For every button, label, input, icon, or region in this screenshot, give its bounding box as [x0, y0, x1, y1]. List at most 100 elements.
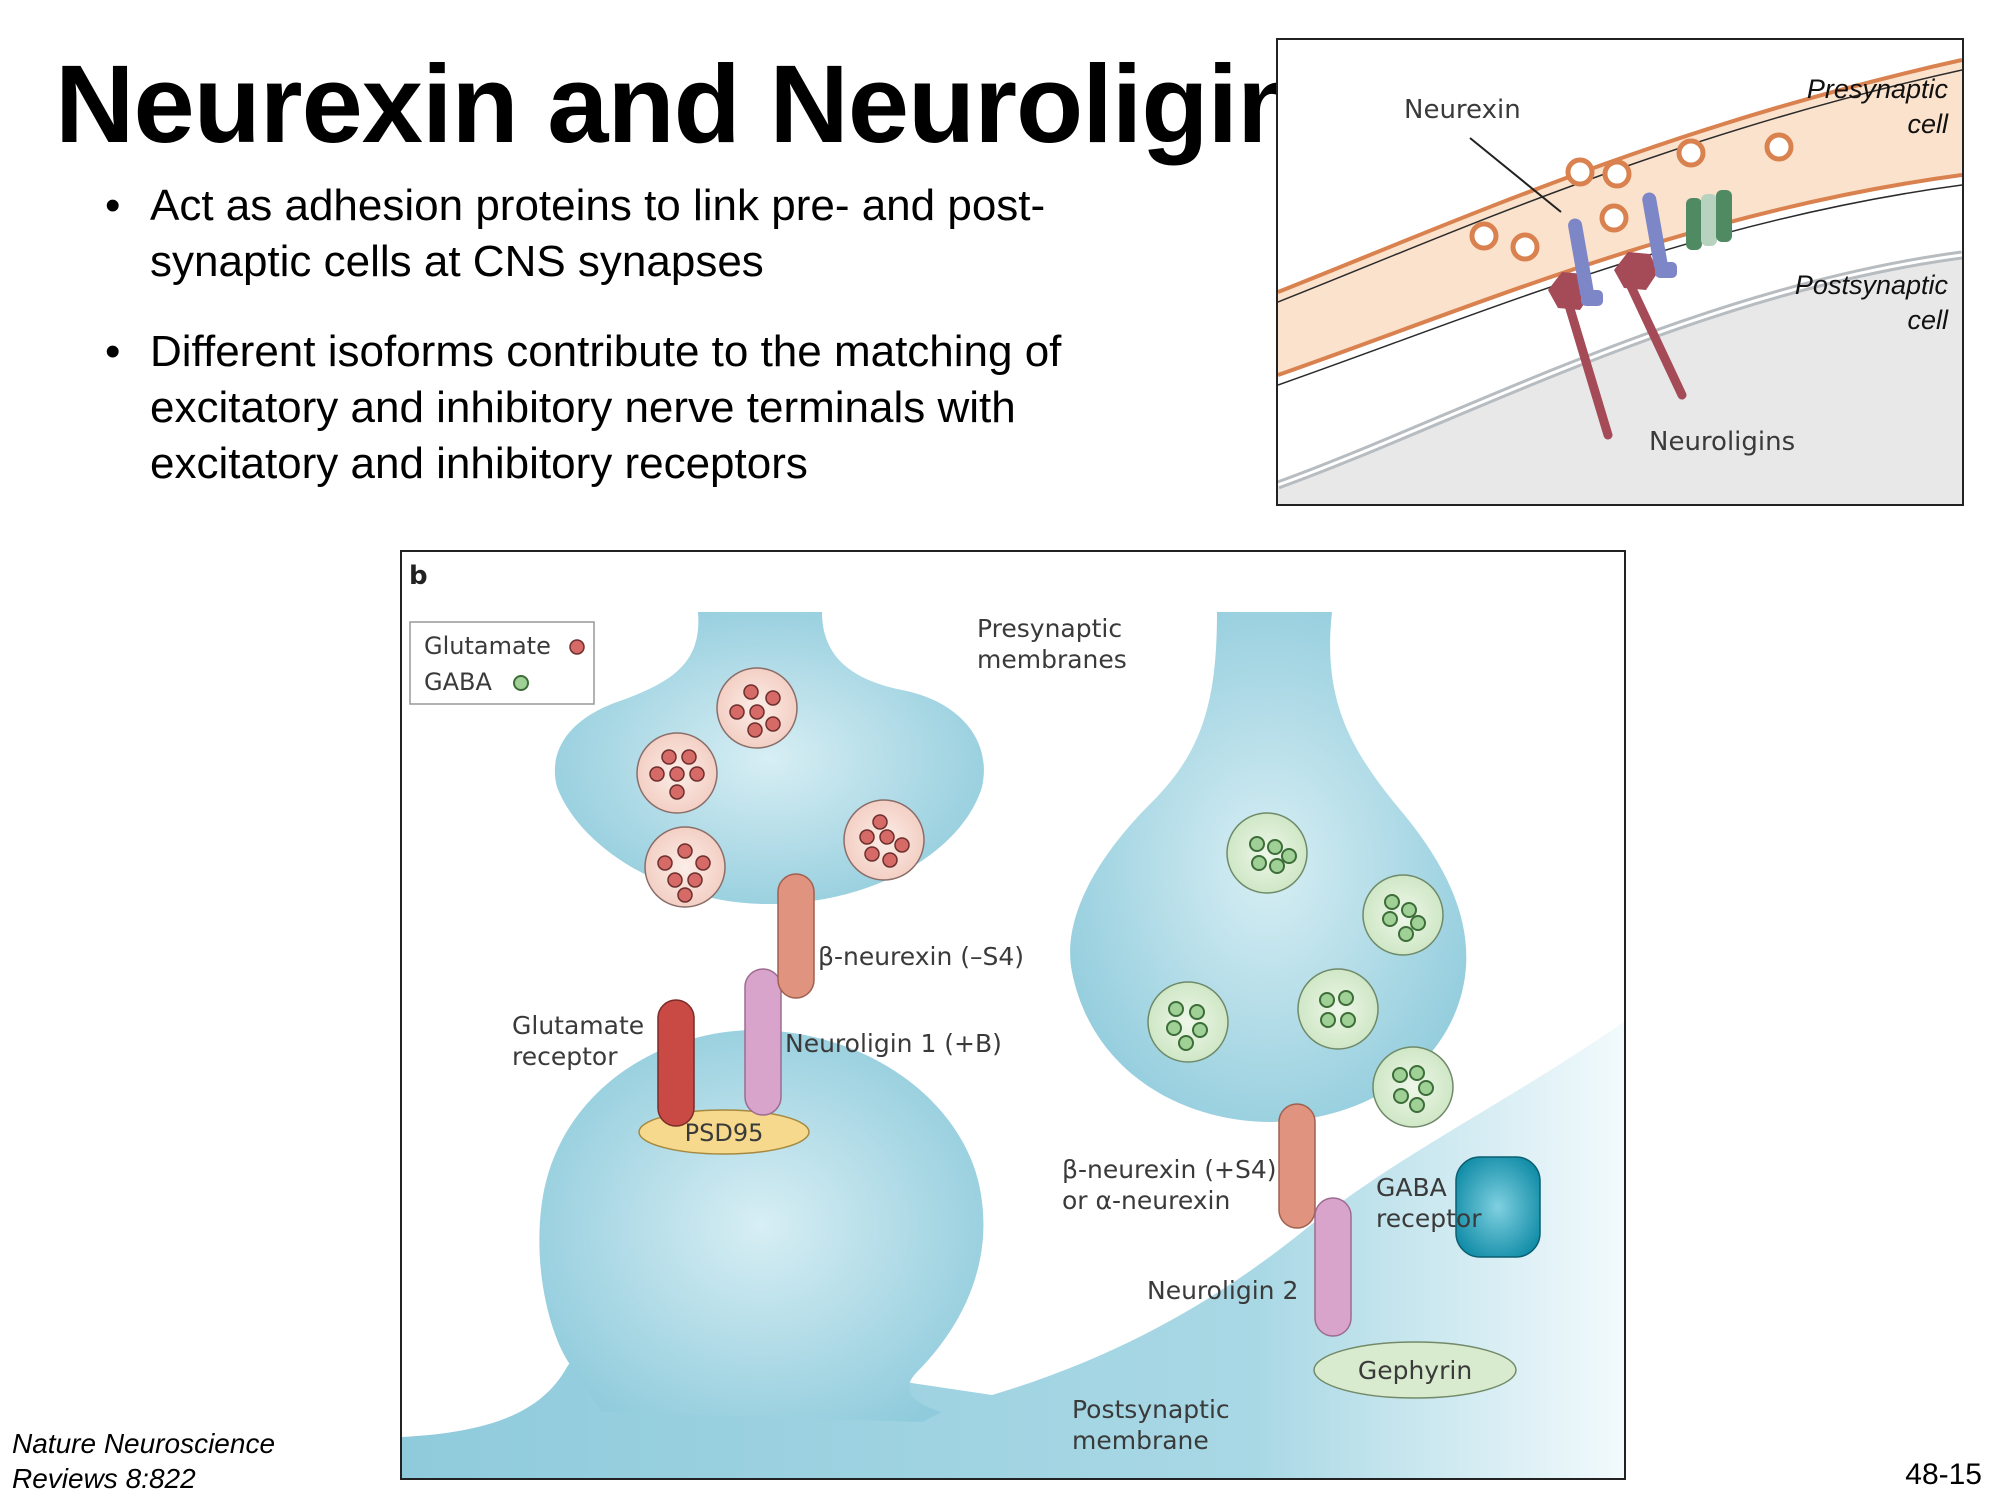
bullet-text-line: excitatory and inhibitory receptors [150, 439, 808, 488]
gaba-receptor-label-line2: receptor [1376, 1204, 1482, 1233]
synapse-overview-svg: Neurexin Neuroligins Presynaptic cell Po… [1278, 58, 1962, 504]
legend-gaba-label: GABA [424, 668, 492, 696]
vesicle [1602, 159, 1632, 189]
glutamatergic-presynaptic-terminal [554, 612, 984, 905]
glutamate-vesicles [636, 667, 925, 908]
glutamate-dot [872, 814, 888, 830]
bullet-dot: • [105, 181, 121, 230]
gaba-molecules [1166, 1001, 1208, 1051]
gaba-dot [1320, 1012, 1336, 1028]
gaba-dot [1340, 1012, 1356, 1028]
gaba-receptor [1455, 1156, 1541, 1258]
neurexin-leader-line [1469, 137, 1562, 213]
neuroligin-2-label: Neuroligin 2 [1147, 1276, 1298, 1305]
gaba-molecules [1249, 836, 1297, 874]
vesicle [1565, 157, 1595, 187]
neuroligin-2 [1314, 1197, 1352, 1337]
presynaptic-membranes-label: Presynaptic [977, 614, 1122, 643]
gaba-dot [1409, 1065, 1425, 1081]
presynaptic-membranes-label-line2: membranes [977, 645, 1127, 674]
gaba-vesicle [1372, 1046, 1454, 1128]
gaba-dot [1281, 848, 1297, 864]
gephyrin-label: Gephyrin [1358, 1356, 1472, 1385]
neuroligin-1-label: Neuroligin 1 (+B) [785, 1029, 1002, 1058]
gaba-vesicle [1362, 874, 1444, 956]
page-number: 48-15 [1905, 1458, 1982, 1491]
bullet-text-line: synaptic cells at CNS synapses [150, 237, 764, 286]
vesicle-group [1469, 132, 1794, 262]
glutamate-dot [859, 829, 875, 845]
vesicle [1764, 132, 1794, 162]
gaba-dot [1410, 915, 1426, 931]
glutamate-dot [765, 690, 781, 706]
vesicle-outline [1147, 981, 1229, 1063]
gaba-dot [1178, 1035, 1194, 1051]
gephyrin-scaffold [1313, 1341, 1517, 1399]
glutamate-dot [695, 855, 711, 871]
presynaptic-label: Presynaptic [1807, 74, 1949, 104]
gaba-dot [1418, 1080, 1434, 1096]
glutamate-dot [882, 852, 898, 868]
gaba-dot [1189, 1004, 1205, 1020]
bullet-text-line: Different isoforms contribute to the mat… [150, 327, 1062, 376]
glutamate-dot [689, 766, 705, 782]
vesicle [1469, 221, 1499, 251]
glutamate-dot [669, 766, 685, 782]
gaba-molecules [1319, 990, 1356, 1028]
glutamate-dot [649, 766, 665, 782]
gaba-receptor-label: GABA [1376, 1173, 1447, 1202]
channel-subunit [1686, 198, 1702, 250]
postsynaptic-membrane-label: Postsynaptic [1072, 1395, 1230, 1424]
glutamate-vesicle [644, 826, 726, 908]
gaba-dot [1166, 1020, 1182, 1036]
channel-subunit [1716, 190, 1732, 242]
glutamate-dot [729, 704, 745, 720]
synapse-matching-svg: Glutamate GABA b Presynaptic membranes β… [402, 561, 1624, 1478]
glutamate-dot [677, 843, 693, 859]
neuroligin-proteins [1548, 252, 1687, 440]
neurexin-rod [1568, 218, 1594, 300]
glutamate-vesicle [716, 667, 798, 749]
bullet-item: • Act as adhesion proteins to link pre- … [105, 178, 1205, 290]
vesicle-outline [1372, 1046, 1454, 1128]
beta-neurexin-plus-s4-label-line2: or α-neurexin [1062, 1186, 1230, 1215]
gaba-dot [1384, 894, 1400, 910]
gaba-dot [1267, 839, 1283, 855]
gaba-vesicle [1297, 968, 1379, 1050]
citation-line: Nature Neuroscience [12, 1428, 276, 1459]
vesicle-outline [644, 826, 726, 908]
beta-neurexin-minus-s4-label: β-neurexin (–S4) [818, 942, 1024, 971]
bullet-item: • Different isoforms contribute to the m… [105, 324, 1205, 492]
neurexin-tip [1655, 262, 1677, 278]
beta-neurexin-plus-s4-label: β-neurexin (+S4) [1062, 1155, 1276, 1184]
neuroligins-label: Neuroligins [1649, 427, 1795, 457]
presynaptic-membrane-inner [1278, 173, 1962, 377]
vesicle [1599, 203, 1629, 233]
beta-neurexin-minus-s4 [777, 873, 815, 999]
glutamate-molecules [657, 843, 711, 903]
bullet-text-line: Act as adhesion proteins to link pre- an… [150, 181, 1046, 230]
glutamate-dot [657, 855, 673, 871]
glutamate-receptor [657, 999, 695, 1127]
glutamate-molecules [859, 814, 910, 868]
glutamate-dot [661, 749, 677, 765]
legend-glutamate-swatch [569, 639, 585, 655]
glutamate-dot [765, 716, 781, 732]
bullet-text-line: excitatory and inhibitory nerve terminal… [150, 383, 1016, 432]
gaba-dot [1409, 1097, 1425, 1113]
glutamate-receptor-label-line2: receptor [512, 1042, 618, 1071]
gaba-dot [1269, 858, 1285, 874]
bullet-dot: • [105, 327, 121, 376]
glutamate-dot [743, 684, 759, 700]
gaba-dot [1251, 855, 1267, 871]
glutamate-dot [879, 829, 895, 845]
gaba-vesicles [1147, 812, 1454, 1128]
neuroligin-stalk [1563, 297, 1613, 440]
gaba-dot [1392, 1067, 1408, 1083]
postsynaptic-label: Postsynaptic [1795, 270, 1949, 300]
glutamate-dot [669, 784, 685, 800]
gaba-dot [1393, 1088, 1409, 1104]
postsynaptic-label-line2: cell [1907, 305, 1949, 335]
glutamate-vesicle [843, 799, 925, 881]
glutamate-dot [677, 887, 693, 903]
